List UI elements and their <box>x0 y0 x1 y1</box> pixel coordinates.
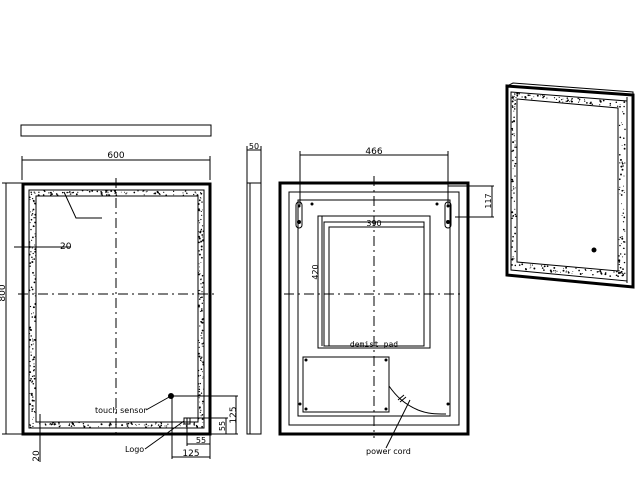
driver-box <box>302 356 390 413</box>
bracket-spacing-dimension-label: 466 <box>365 147 382 157</box>
back-view: 466 117 390 420 demist pad <box>278 147 494 456</box>
power-cord <box>388 385 447 415</box>
iso-outer-frame <box>505 84 635 289</box>
width-dimension-label: 600 <box>107 151 124 161</box>
logo-horizontal-dimension-label: 55 <box>196 436 206 445</box>
right-wall-bracket-icon <box>444 201 452 229</box>
front-glass <box>35 195 199 423</box>
iso-glass <box>516 98 619 272</box>
power-cord-label: power cord <box>366 447 411 456</box>
touch-sensor-label: touch sensor <box>95 406 147 415</box>
frame-leader <box>63 191 102 219</box>
front-view: 600 800 20 20 touch sensor Logo <box>0 151 239 462</box>
demist-pad <box>328 226 425 347</box>
bracket-top-dimension-label: 117 <box>484 193 493 208</box>
sensor-horizontal-dimension-label: 125 <box>182 449 199 459</box>
iso-touch-sensor-icon <box>591 247 597 253</box>
iso-middle-frame <box>510 91 628 282</box>
bottom-frame-dimension-label: 20 <box>32 450 42 462</box>
height-dimension-label: 800 <box>0 284 8 301</box>
top-view <box>20 124 212 137</box>
logo-label: Logo <box>125 445 144 454</box>
logo-vertical-dimension-label: 55 <box>218 421 227 431</box>
side-view: 50 <box>246 142 262 435</box>
side-profile <box>246 182 262 435</box>
isometric-view <box>505 82 635 289</box>
iso-frosted-border-texture <box>511 92 626 278</box>
depth-dimension-label: 50 <box>249 142 259 151</box>
pad-height-dimension-label: 420 <box>311 264 320 279</box>
sensor-vertical-dimension-label: 125 <box>229 406 239 423</box>
side-frame-dimension-label: 20 <box>60 242 72 252</box>
left-wall-bracket-icon <box>295 201 303 229</box>
